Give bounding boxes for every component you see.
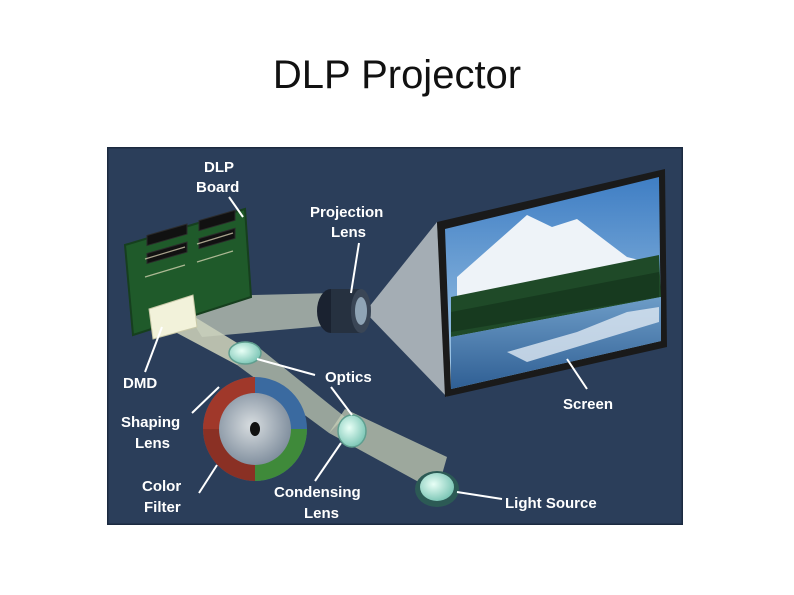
projection-lens — [317, 289, 371, 333]
label-optics: Optics — [325, 369, 372, 386]
diagram-svg: DLP Board Projection Lens DMD Optics Sha… — [107, 147, 683, 525]
label-dmd: DMD — [123, 375, 157, 392]
shaping-lens — [229, 342, 261, 364]
dlp-projector-diagram: DLP Board Projection Lens DMD Optics Sha… — [107, 147, 683, 525]
label-light-source: Light Source — [505, 495, 597, 512]
light-source-bulb — [415, 471, 459, 507]
condensing-lens — [338, 415, 366, 447]
label-screen: Screen — [563, 396, 613, 413]
color-filter-wheel — [203, 377, 307, 481]
slide-title: DLP Projector — [0, 50, 794, 100]
